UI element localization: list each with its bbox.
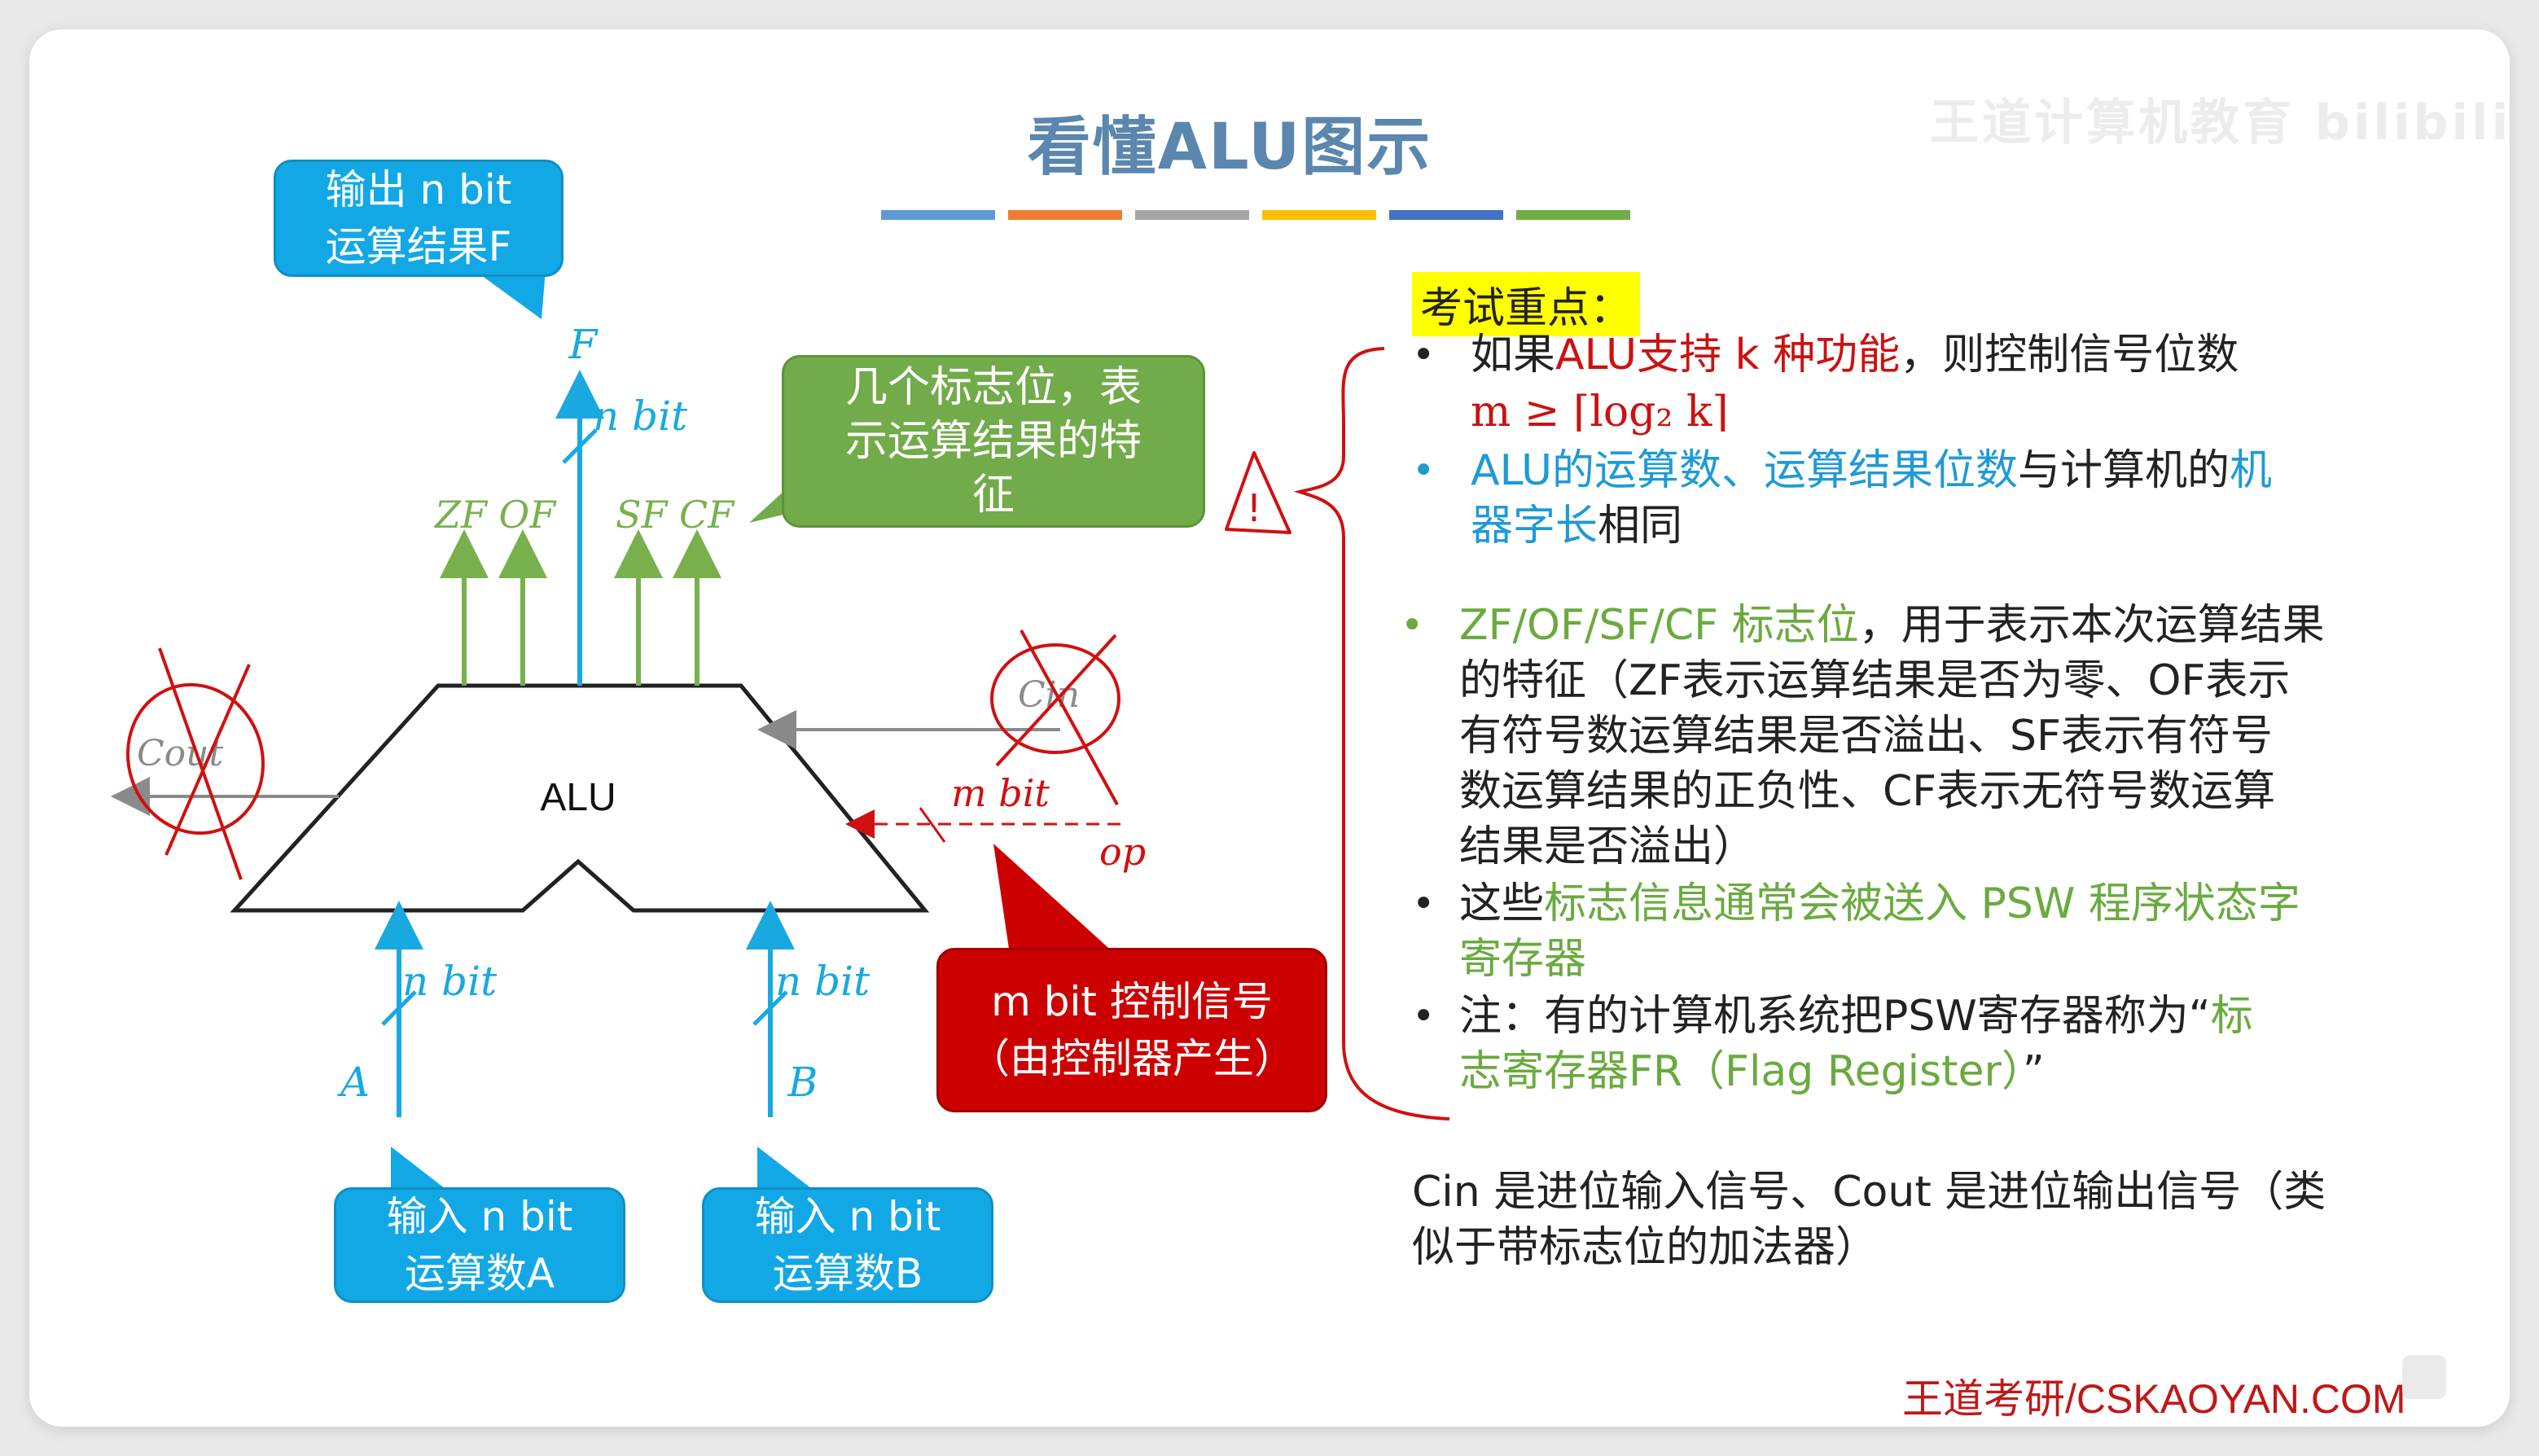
output-bubble-tail — [472, 269, 546, 319]
control-bubble-tail — [993, 844, 1116, 954]
output-bubble-line-2: 运算结果F — [325, 223, 512, 270]
flags-bubble-line-3: 征 — [971, 471, 1015, 520]
cin-cross-2 — [995, 634, 1117, 767]
point-5-line-1: 注：有的计算机系统把PSW寄存器称为“标 — [1459, 992, 2253, 1041]
point-4-line-2: 寄存器 — [1459, 935, 1587, 984]
input-a-bubble-tail — [391, 1147, 456, 1197]
point-5-line-2: 志寄存器FR（Flag Register）” — [1459, 1047, 2045, 1096]
input-b-bubble-line-2: 运算数B — [772, 1250, 923, 1297]
color-bar-5 — [1389, 210, 1503, 220]
control-bubble-line-1: m bit 控制信号 — [991, 978, 1273, 1025]
point-3-line-4: 数运算结果的正负性、CF表示无符号数运算 — [1459, 767, 2276, 816]
watermark: 王道计算机教育 bilibili — [1930, 94, 2512, 151]
color-bar-6 — [1516, 210, 1630, 220]
bullet-1: • — [1412, 332, 1436, 378]
input-a-bubble-line-1: 输入 n bit — [386, 1193, 573, 1240]
alu-label: ALU — [540, 776, 616, 819]
point-3-line-2: 的特征（ZF表示运算结果是否为零、OF表示 — [1459, 656, 2291, 705]
output-bubble: 输出 n bit 运算结果F — [274, 160, 563, 277]
flags-left-label: ZF OF — [433, 493, 557, 537]
point-1-line-1: 如果ALU支持 k 种功能，则控制信号位数 — [1471, 331, 2239, 379]
input-b-bits-label: n bit — [775, 958, 870, 1005]
point-4-line-1: 这些标志信息通常会被送入 PSW 程序状态字 — [1459, 879, 2300, 928]
input-a-label: A — [337, 1059, 370, 1106]
input-a-bubble-line-2: 运算数A — [404, 1250, 555, 1297]
flags-bubble-line-1: 几个标志位，表 — [844, 363, 1142, 412]
flags-right-label: SF CF — [616, 493, 735, 537]
footer-brand: 王道考研/CSKAOYAN.COM — [1902, 1376, 2406, 1422]
flags-bubble: 几个标志位，表 示运算结果的特 征 — [782, 355, 1205, 528]
point-3-line-1: ZF/OF/SF/CF 标志位，用于表示本次运算结果 — [1459, 601, 2325, 650]
output-label: F — [568, 321, 599, 368]
point-2-line-1: ALU的运算数、运算结果位数与计算机的机 — [1471, 446, 2273, 495]
cout-cross-2 — [164, 664, 251, 856]
input-b-bubble: 输入 n bit 运算数B — [702, 1187, 993, 1303]
exam-focus-label: 考试重点： — [1412, 272, 1641, 336]
input-b-bubble-line-1: 输入 n bit — [754, 1193, 941, 1240]
cout-cross-1 — [158, 647, 243, 880]
carry-note-line-2: 似于带标志位的加法器） — [1412, 1223, 1879, 1272]
op-label: op — [1099, 830, 1146, 874]
input-b-bus-slash — [752, 990, 788, 1026]
input-a-bus-slash — [381, 990, 417, 1026]
control-bubble-line-2: （由控制器产生） — [969, 1035, 1295, 1082]
flags-bubble-line-2: 示运算结果的特 — [844, 417, 1142, 466]
carry-note: Cin 是进位输入信号、Cout 是进位输出信号（类 似于带标志位的加法器） — [1412, 1164, 2326, 1275]
bullet-2: • — [1412, 448, 1436, 493]
input-b-label: B — [787, 1059, 818, 1106]
control-bus-slash — [919, 807, 946, 843]
bullet-3: • — [1401, 603, 1424, 648]
color-bar-1 — [881, 210, 995, 220]
control-bubble: m bit 控制信号 （由控制器产生） — [936, 948, 1327, 1112]
output-bubble-line-1: 输出 n bit — [325, 166, 512, 213]
input-a-bubble: 输入 n bit 运算数A — [334, 1187, 625, 1303]
output-bus-slash — [562, 428, 598, 464]
bullet-4: • — [1412, 881, 1436, 927]
warning-exclaim: ! — [1247, 486, 1261, 530]
carry-note-line-1: Cin 是进位输入信号、Cout 是进位输出信号（类 — [1412, 1168, 2326, 1217]
point-2-line-2: 器字长相同 — [1471, 502, 1683, 550]
warning-triangle-icon — [1225, 451, 1291, 534]
bullet-5: • — [1412, 993, 1436, 1039]
video-control-icon[interactable] — [2402, 1355, 2446, 1399]
point-1-formula: m ≥ ⌈log₂ k⌉ — [1471, 388, 1729, 436]
exam-brace — [1293, 347, 1450, 1121]
color-bar-4 — [1262, 210, 1376, 220]
slide-title: 看懂ALU图示 — [1027, 111, 1432, 184]
cin-cross-1 — [1020, 629, 1119, 805]
input-a-bits-label: n bit — [402, 958, 498, 1005]
point-3-line-3: 有符号数运算结果是否溢出、SF表示有符号 — [1459, 712, 2273, 761]
color-bar-2 — [1008, 210, 1122, 220]
point-3-line-5: 结果是否溢出） — [1459, 822, 1756, 871]
input-b-bubble-tail — [757, 1147, 822, 1197]
output-bits-label: n bit — [593, 393, 688, 440]
control-bits-label: m bit — [951, 771, 1050, 815]
cin-cross-circle — [990, 643, 1120, 754]
color-bar-3 — [1135, 210, 1249, 220]
